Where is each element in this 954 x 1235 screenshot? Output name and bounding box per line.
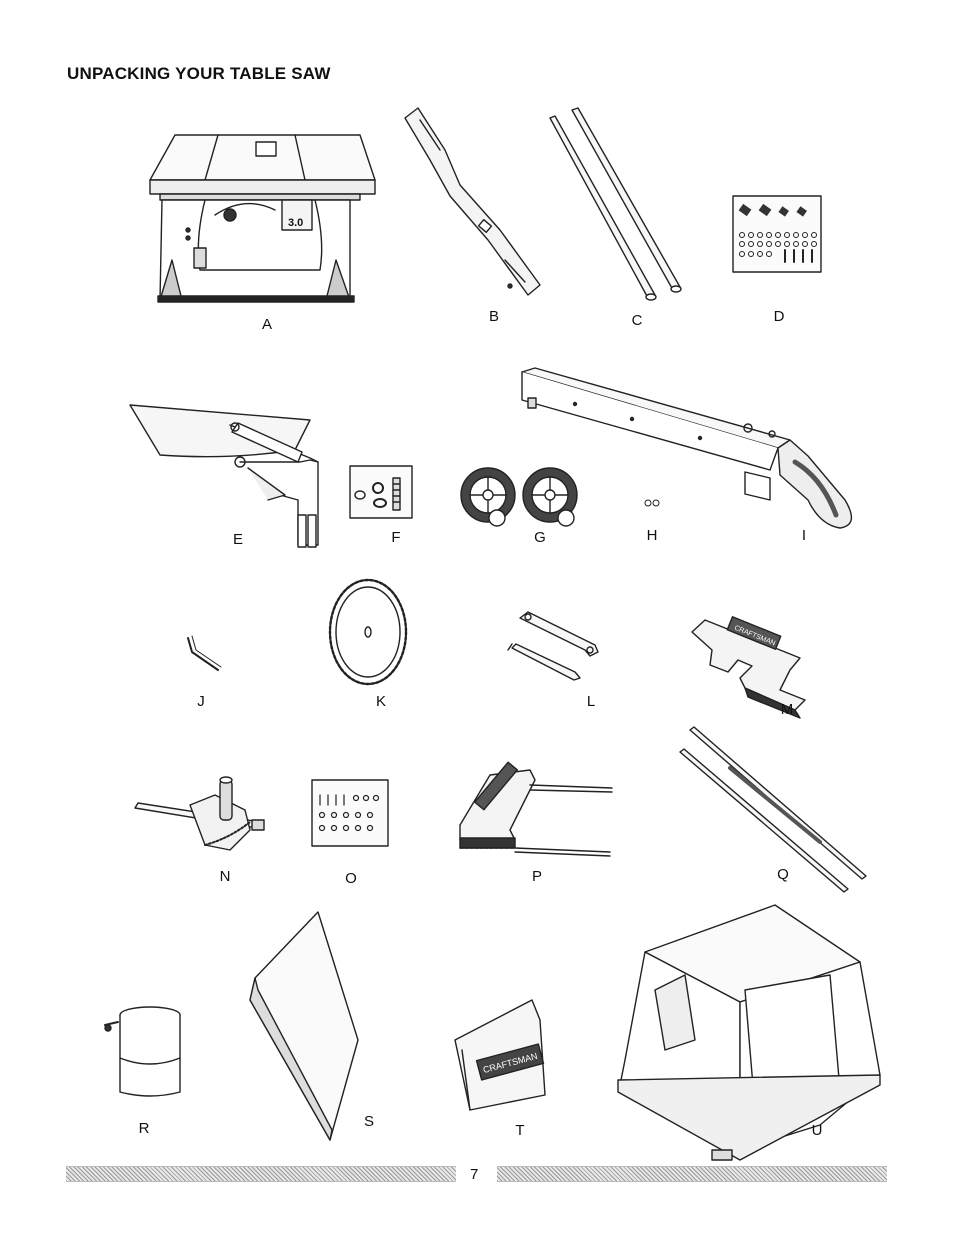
part-label-f: F: [391, 529, 401, 546]
part-label-c: C: [631, 312, 643, 329]
part-label-q: Q: [777, 866, 789, 883]
part-f-hardware-card-drawing: [349, 465, 413, 519]
part-label-b: B: [488, 308, 500, 325]
part-e-blade-guard-drawing: [129, 404, 319, 548]
part-label-m: M: [780, 701, 794, 718]
part-label-a: A: [261, 316, 273, 333]
part-u-stand-drawing: [617, 904, 881, 1161]
part-h-nuts-drawing: [644, 499, 660, 507]
part-o-hardware-card-drawing: [311, 779, 389, 847]
part-label-t: T: [515, 1122, 525, 1139]
part-label-s: S: [363, 1113, 375, 1130]
part-m-push-stick-drawing: CRAFTSMAN: [691, 616, 806, 719]
page-number: 7: [470, 1166, 479, 1183]
part-label-n: N: [219, 868, 231, 885]
part-label-o: O: [345, 870, 357, 887]
part-a-table-saw-drawing: 3.0: [149, 134, 376, 303]
part-label-p: P: [531, 868, 543, 885]
part-d-hardware-card-drawing: [732, 195, 822, 273]
part-r-canister-drawing: [104, 1006, 181, 1097]
part-label-j: J: [197, 693, 205, 710]
part-label-e: E: [232, 531, 244, 548]
part-k-saw-blade-drawing: [328, 578, 408, 686]
part-c-tubes-drawing: [549, 107, 682, 301]
part-n-miter-gauge-drawing: [134, 776, 265, 851]
footer-bar-left: [66, 1166, 456, 1182]
saw-badge-text: 3.0: [288, 217, 303, 229]
part-l-wrenches-drawing: [507, 611, 599, 681]
part-s-panel-drawing: [249, 911, 359, 1141]
footer-bar-right: [497, 1166, 887, 1182]
part-label-h: H: [646, 527, 658, 544]
part-q-rails-drawing: [679, 726, 867, 893]
page-title: UNPACKING YOUR TABLE SAW: [67, 64, 331, 83]
part-label-u: U: [811, 1122, 823, 1139]
part-label-r: R: [138, 1120, 150, 1137]
part-label-g: G: [534, 529, 546, 546]
part-label-k: K: [375, 693, 387, 710]
part-label-d: D: [773, 308, 785, 325]
part-i-rip-fence-drawing: [521, 367, 853, 529]
part-t-bracket-drawing: CRAFTSMAN: [454, 999, 546, 1111]
part-label-i: I: [801, 527, 807, 544]
part-p-fence-assembly-drawing: [459, 761, 613, 857]
part-g-knobs-drawing: [460, 467, 578, 527]
part-j-hex-key-drawing: [187, 635, 222, 671]
part-label-l: L: [586, 693, 596, 710]
part-b-bracket-drawing: [404, 107, 541, 296]
